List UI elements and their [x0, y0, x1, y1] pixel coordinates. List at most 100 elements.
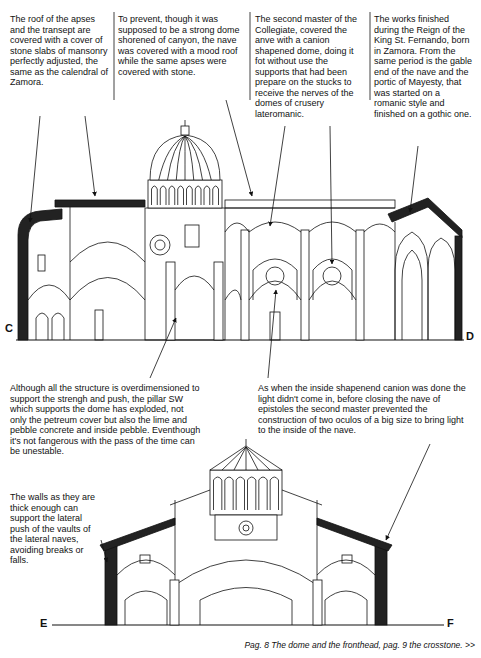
drawing-stroke	[225, 200, 395, 208]
drawing-stroke	[155, 240, 165, 250]
section-letter: D	[466, 330, 474, 342]
drawing-stroke	[395, 222, 396, 340]
drawing-stroke	[166, 262, 175, 340]
drawing-stroke	[159, 136, 185, 180]
drawing-stroke	[270, 477, 278, 510]
drawing-stroke	[325, 591, 367, 625]
drawing-stroke	[213, 186, 219, 205]
annotation-text: As when the inside shapenend canion was …	[258, 383, 472, 436]
drawing-stroke	[455, 236, 462, 340]
drawing-stroke	[214, 477, 222, 510]
drawing-stroke	[222, 447, 246, 470]
drawing-stroke	[210, 470, 282, 515]
drawing-stroke	[214, 262, 223, 340]
drawing-stroke	[152, 186, 219, 205]
drawing-stroke	[148, 180, 222, 208]
drawing-stroke	[150, 135, 220, 180]
drawing-stroke	[246, 447, 258, 470]
drawing-stroke	[234, 447, 246, 470]
drawing-stroke	[185, 136, 211, 180]
drawing-stroke	[313, 580, 322, 625]
drawing-stroke	[100, 518, 175, 551]
drawing-stroke	[317, 560, 375, 575]
drawing-stroke	[246, 447, 247, 470]
drawing-stroke	[330, 126, 332, 264]
drawing-stroke	[266, 267, 284, 285]
section-letter: F	[447, 617, 454, 629]
drawing-stroke	[225, 208, 395, 209]
drawing-stroke	[187, 186, 193, 205]
drawing-stroke	[282, 490, 322, 505]
drawing-stroke	[259, 477, 267, 510]
drawing-stroke	[185, 136, 194, 180]
drawing-stroke	[248, 477, 256, 510]
drawing-stroke	[268, 290, 276, 378]
drawing-stroke	[402, 250, 422, 340]
drawing-stroke	[160, 186, 166, 205]
drawing-stroke	[249, 222, 301, 232]
drawing-stroke	[210, 446, 282, 470]
annotation-text: Although all the structure is overdimens…	[10, 383, 202, 457]
annotation-text: The walls as they are thick enough can s…	[10, 492, 98, 566]
drawing-stroke	[181, 126, 189, 135]
drawing-stroke	[176, 136, 185, 180]
drawing-stroke	[215, 515, 277, 540]
section-letter: C	[5, 322, 13, 334]
drawing-stroke	[253, 259, 297, 300]
drawing-stroke	[342, 555, 352, 563]
drawing-stroke	[222, 447, 270, 470]
drawing-stroke	[70, 242, 145, 262]
drawing-stroke	[170, 490, 210, 505]
drawing-stroke	[36, 313, 48, 340]
drawing-stroke	[225, 290, 241, 300]
drawing-stroke	[386, 444, 430, 540]
drawing-stroke	[169, 186, 175, 205]
drawing-stroke	[175, 276, 214, 290]
drawing-stroke	[410, 146, 418, 212]
drawing-stroke	[117, 560, 175, 575]
drawing-stroke	[185, 225, 199, 247]
drawing-stroke	[30, 116, 40, 222]
drawing-stroke	[159, 136, 212, 180]
annotation-text: The roof of the apses and the transept a…	[10, 14, 110, 88]
drawing-stroke	[364, 224, 395, 232]
cross-section	[52, 439, 444, 625]
drawing-stroke	[55, 200, 145, 207]
drawing-stroke	[309, 281, 356, 300]
drawing-stroke	[301, 230, 309, 340]
drawing-stroke	[145, 208, 225, 340]
drawing-stroke	[214, 477, 279, 510]
drawing-stroke	[195, 186, 201, 205]
drawing-stroke	[246, 439, 247, 446]
drawing-stroke	[18, 209, 62, 340]
drawing-stroke	[317, 518, 392, 551]
drawing-stroke	[395, 232, 428, 340]
drawing-stroke	[85, 116, 95, 196]
drawing-stroke	[170, 580, 179, 625]
drawing-stroke	[246, 447, 270, 470]
drawing-stroke	[313, 259, 352, 300]
drawing-stroke	[168, 136, 186, 180]
drawing-stroke	[105, 545, 117, 625]
divider-line	[114, 12, 115, 100]
drawing-stroke	[175, 560, 317, 585]
drawing-stroke	[225, 477, 233, 510]
drawing-stroke	[225, 223, 249, 232]
drawing-stroke	[101, 540, 107, 562]
divider-line	[370, 12, 371, 100]
drawing-stroke	[178, 186, 184, 205]
drawing-stroke	[185, 120, 186, 126]
drawing-stroke	[140, 555, 150, 563]
page-caption: Pag. 8 The dome and the fronthead, pag. …	[244, 640, 475, 650]
annotation-text: To prevent, though it was supposed to be…	[118, 14, 245, 77]
annotation-text: The works finished during the Reign of t…	[374, 14, 474, 119]
drawing-stroke	[152, 186, 158, 205]
drawing-stroke	[70, 207, 71, 340]
drawing-stroke	[241, 230, 249, 340]
drawing-stroke	[226, 100, 252, 196]
drawing-stroke	[125, 591, 167, 625]
drawing-stroke	[70, 278, 145, 301]
drawing-stroke	[52, 313, 64, 340]
drawing-stroke	[428, 238, 455, 340]
drawing-stroke	[204, 186, 210, 205]
